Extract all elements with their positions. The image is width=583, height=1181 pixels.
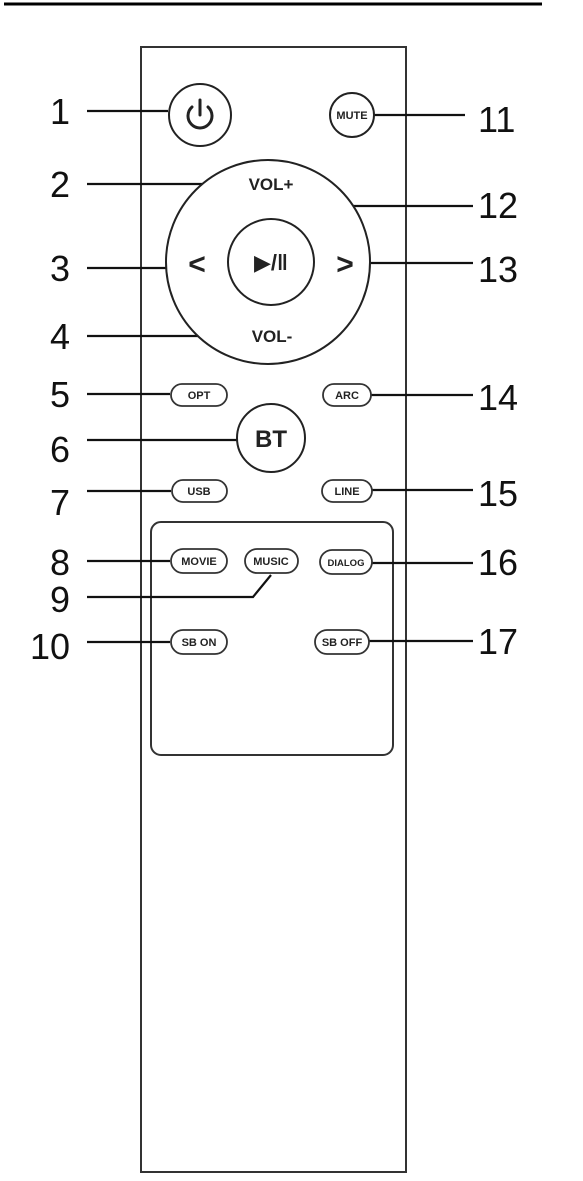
callout-numbers: 1 2 3 4 5 6 7 8 9 10 11 12 13 14 15 16 1… <box>30 91 518 667</box>
callout-6: 6 <box>50 429 70 470</box>
callout-15: 15 <box>478 473 518 514</box>
prev-button[interactable]: < <box>188 248 206 281</box>
dialog-button[interactable]: DIALOG <box>319 549 373 575</box>
sb-off-button[interactable]: SB OFF <box>314 629 370 655</box>
movie-label: MOVIE <box>181 556 216 568</box>
callout-12: 12 <box>478 185 518 226</box>
sb-on-label: SB ON <box>182 637 217 649</box>
opt-button[interactable]: OPT <box>170 383 228 407</box>
remote-body <box>140 46 407 1173</box>
play-pause-button[interactable]: ▶/‖ <box>227 218 315 306</box>
callout-8: 8 <box>50 542 70 583</box>
callout-2: 2 <box>50 164 70 205</box>
bt-label: BT <box>255 426 287 453</box>
callout-5: 5 <box>50 374 70 415</box>
power-icon <box>186 98 214 130</box>
bt-button[interactable]: BT <box>236 403 306 473</box>
callout-9: 9 <box>50 579 70 620</box>
dialog-label: DIALOG <box>328 558 365 569</box>
next-button[interactable]: > <box>336 248 354 281</box>
opt-label: OPT <box>188 390 211 402</box>
callout-1: 1 <box>50 91 70 132</box>
vol-down-button[interactable]: VOL- <box>252 327 293 346</box>
arc-label: ARC <box>335 390 359 402</box>
leader-9 <box>87 574 272 599</box>
movie-button[interactable]: MOVIE <box>170 548 228 574</box>
callout-3: 3 <box>50 248 70 289</box>
callout-17: 17 <box>478 621 518 662</box>
line-label: LINE <box>334 486 359 498</box>
line-button[interactable]: LINE <box>321 479 373 503</box>
callout-10: 10 <box>30 626 70 667</box>
callout-13: 13 <box>478 249 518 290</box>
music-label: MUSIC <box>253 556 289 568</box>
sb-off-label: SB OFF <box>322 637 363 649</box>
vol-up-button[interactable]: VOL+ <box>249 175 294 194</box>
callout-16: 16 <box>478 542 518 583</box>
callout-4: 4 <box>50 316 70 357</box>
sound-mode-panel <box>150 521 394 756</box>
callout-7: 7 <box>50 482 70 523</box>
callout-14: 14 <box>478 377 518 418</box>
usb-button[interactable]: USB <box>171 479 228 503</box>
arc-button[interactable]: ARC <box>322 383 372 407</box>
mute-button[interactable]: MUTE <box>329 92 375 138</box>
usb-label: USB <box>187 486 210 498</box>
music-button[interactable]: MUSIC <box>244 548 299 574</box>
mute-label: MUTE <box>336 110 367 122</box>
play-pause-label: ▶/‖ <box>254 250 288 275</box>
callout-11: 11 <box>478 99 515 140</box>
sb-on-button[interactable]: SB ON <box>170 629 228 655</box>
power-button[interactable] <box>168 83 232 147</box>
